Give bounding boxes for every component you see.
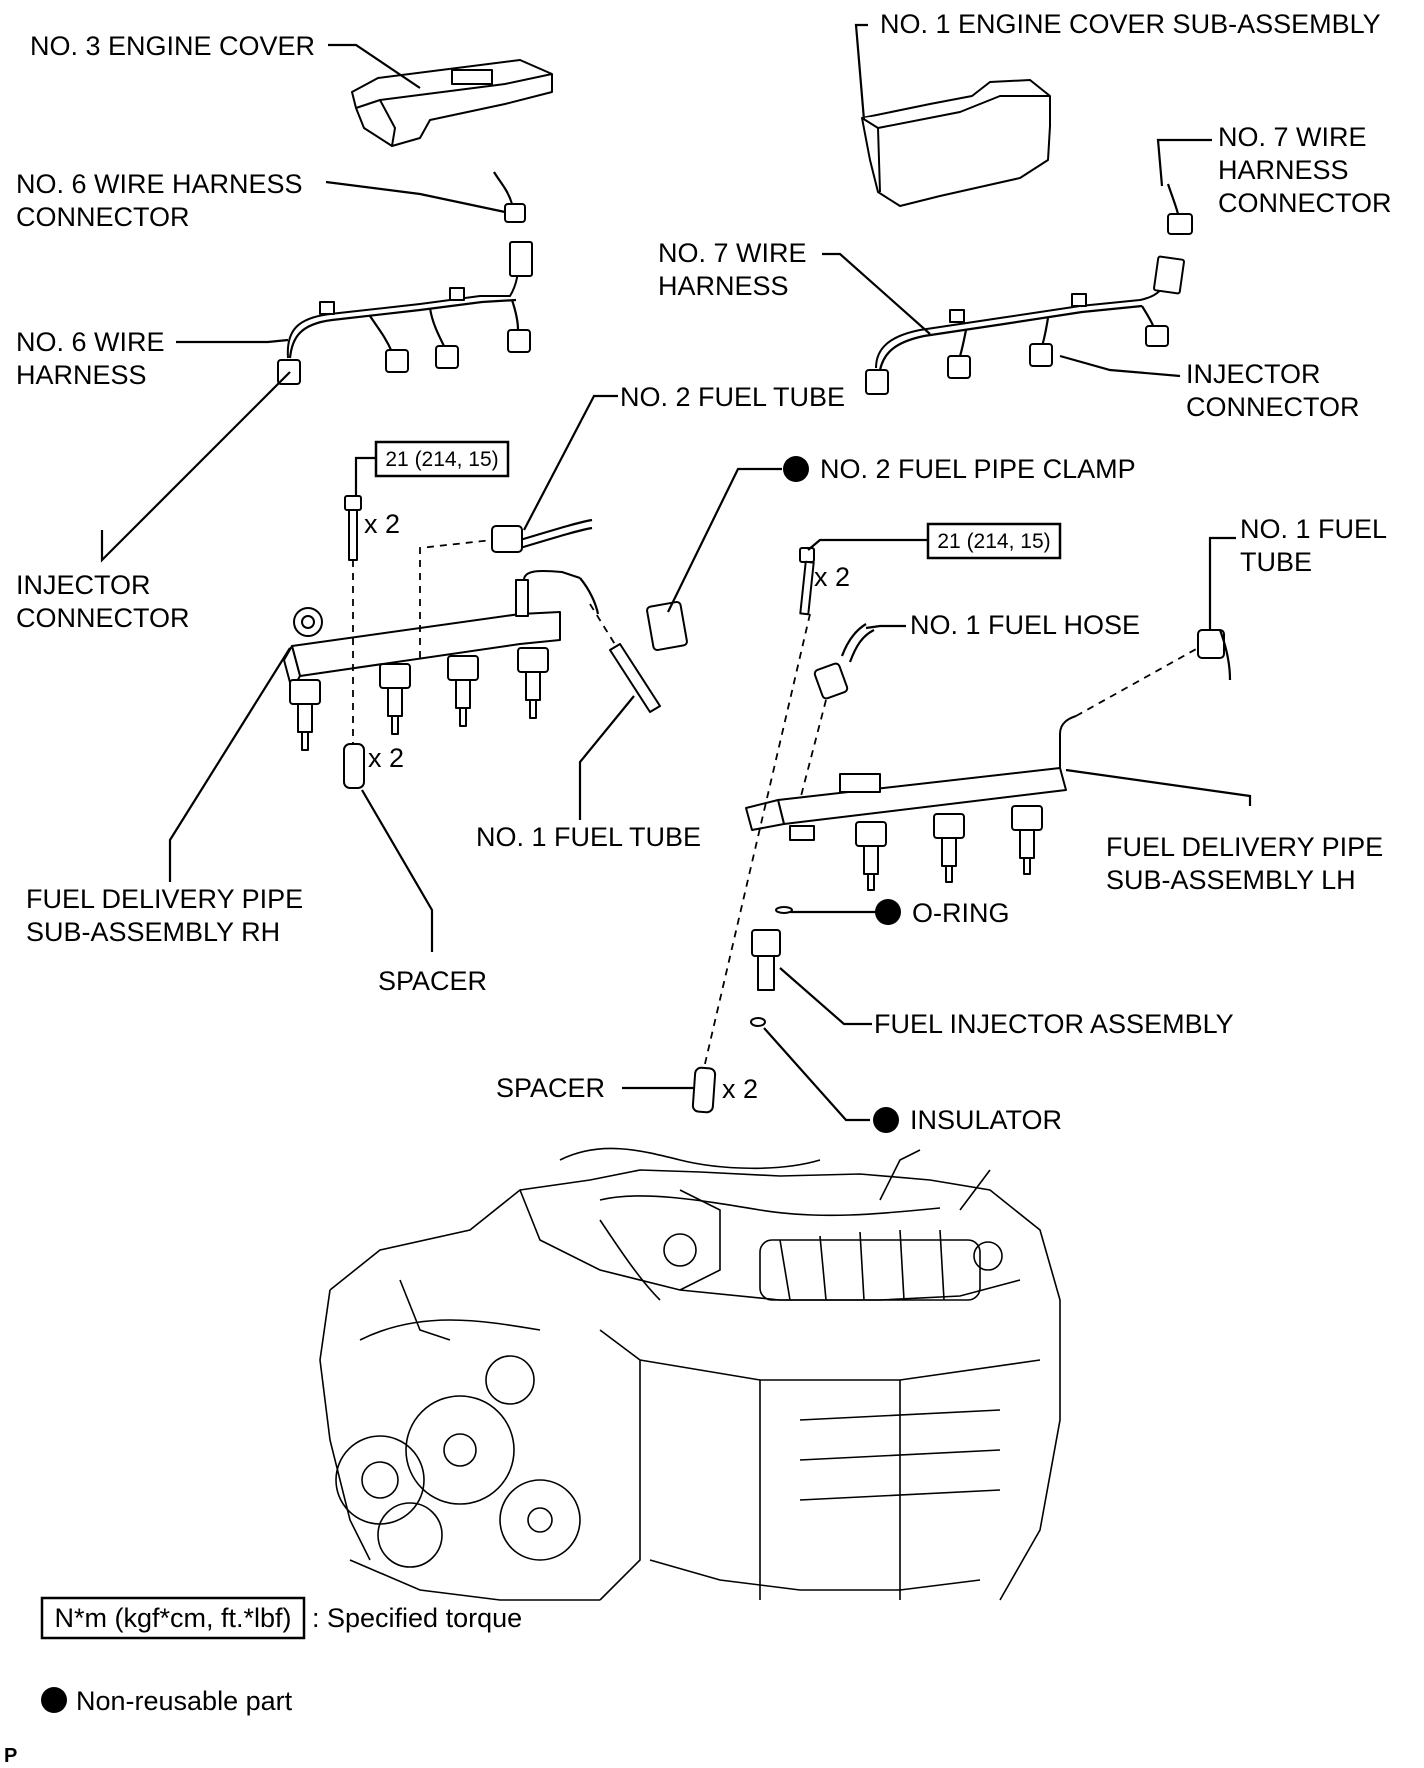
label-no1-fuel-tube-top-line1: NO. 1 FUEL	[1240, 514, 1387, 544]
label-no1-fuel-tube-mid: NO. 1 FUEL TUBE	[476, 822, 701, 852]
engine-illustration	[319, 1147, 1061, 1601]
label-o-ring: O-RING	[912, 898, 1010, 928]
no1-fuel-tube-top-part	[1197, 629, 1232, 681]
label-spacer-left: SPACER	[378, 966, 487, 996]
bolt-left	[344, 495, 362, 561]
label-no6-connector-line1: NO. 6 WIRE HARNESS	[16, 169, 303, 199]
align-fuel-hose	[799, 699, 827, 801]
label-no7-connector-line1: NO. 7 WIRE	[1218, 122, 1367, 152]
qty-bolt-right: x 2	[814, 562, 850, 592]
label-no1-fuel-hose: NO. 1 FUEL HOSE	[910, 610, 1140, 640]
no7-wire-harness	[865, 255, 1185, 395]
no1-fuel-tube-left-part	[609, 643, 661, 713]
qty-bolt-left: x 2	[364, 509, 400, 539]
torque-box-left	[374, 440, 510, 478]
legend-nonreusable-text: Non-reusable part	[76, 1686, 293, 1716]
legend-torque-units: N*m (kgf*cm, ft.*lbf)	[54, 1603, 291, 1633]
label-injector-connector-right-line2: CONNECTOR	[1186, 392, 1360, 422]
no6-wire-harness	[277, 241, 533, 385]
align-no1-tube-top	[1075, 647, 1199, 717]
no1-engine-cover	[861, 79, 1051, 207]
label-no1-engine-cover: NO. 1 ENGINE COVER SUB-ASSEMBLY	[880, 9, 1381, 39]
spacer-right-part	[691, 1066, 717, 1114]
torque-value-left: 21 (214, 15)	[385, 448, 498, 471]
corner-mark: P	[4, 1745, 17, 1763]
align-no1-tube-left	[589, 603, 617, 647]
label-spacer-right: SPACER	[496, 1073, 605, 1103]
label-delivery-rh-line2: SUB-ASSEMBLY RH	[26, 917, 280, 947]
fuel-delivery-pipe-lh	[745, 715, 1077, 891]
label-delivery-lh-line2: SUB-ASSEMBLY LH	[1106, 865, 1356, 895]
label-delivery-lh-line1: FUEL DELIVERY PIPE	[1106, 832, 1383, 862]
bolt-right	[799, 547, 815, 616]
label-no6-connector-line2: CONNECTOR	[16, 202, 190, 232]
label-no1-fuel-tube-top-line2: TUBE	[1240, 547, 1312, 577]
label-no2-fuel-tube: NO. 2 FUEL TUBE	[620, 382, 845, 412]
spacer-left-part	[343, 743, 365, 789]
nonreusable-dot-oring	[875, 899, 901, 925]
label-delivery-rh-line1: FUEL DELIVERY PIPE	[26, 884, 303, 914]
no2-fuel-tube	[491, 518, 593, 553]
no7-harness-connector	[1166, 183, 1193, 235]
label-no7-harness-line1: NO. 7 WIRE	[658, 238, 807, 268]
no6-harness-connector	[493, 171, 526, 223]
no2-fuel-pipe-clamp	[646, 601, 688, 651]
qty-spacer-left: x 2	[368, 743, 404, 773]
label-fuel-injector: FUEL INJECTOR ASSEMBLY	[874, 1009, 1234, 1039]
label-injector-connector-left-line2: CONNECTOR	[16, 603, 190, 633]
fuel-injector-part	[751, 929, 781, 991]
label-injector-connector-left-line1: INJECTOR	[16, 570, 151, 600]
fuel-delivery-pipe-rh	[283, 570, 600, 751]
nonreusable-dot-clamp	[783, 456, 809, 482]
no3-engine-cover	[351, 59, 553, 147]
align-no2-tube	[419, 539, 493, 658]
label-injector-connector-right-line1: INJECTOR	[1186, 359, 1321, 389]
legend-torque-box	[40, 1596, 306, 1640]
torque-box-right	[926, 522, 1062, 560]
nonreusable-dot-insulator	[873, 1107, 899, 1133]
label-no2-fuel-pipe-clamp: NO. 2 FUEL PIPE CLAMP	[820, 454, 1136, 484]
label-no7-connector-line2: HARNESS	[1218, 155, 1349, 185]
no1-fuel-hose	[813, 623, 875, 700]
label-no7-connector-line3: CONNECTOR	[1218, 188, 1392, 218]
label-no3-engine-cover: NO. 3 ENGINE COVER	[30, 31, 315, 61]
label-no6-harness-line1: NO. 6 WIRE	[16, 327, 165, 357]
label-insulator: INSULATOR	[910, 1105, 1062, 1135]
qty-spacer-right: x 2	[722, 1074, 758, 1104]
label-no6-harness-line2: HARNESS	[16, 360, 147, 390]
leader-lines	[100, 23, 1252, 1122]
legend-nonreusable-dot	[41, 1687, 67, 1713]
torque-value-right: 21 (214, 15)	[937, 530, 1050, 553]
legend-torque-text: : Specified torque	[312, 1603, 522, 1633]
o-ring-part	[775, 906, 793, 914]
label-no7-harness-line2: HARNESS	[658, 271, 789, 301]
insulator-part	[750, 1017, 766, 1027]
